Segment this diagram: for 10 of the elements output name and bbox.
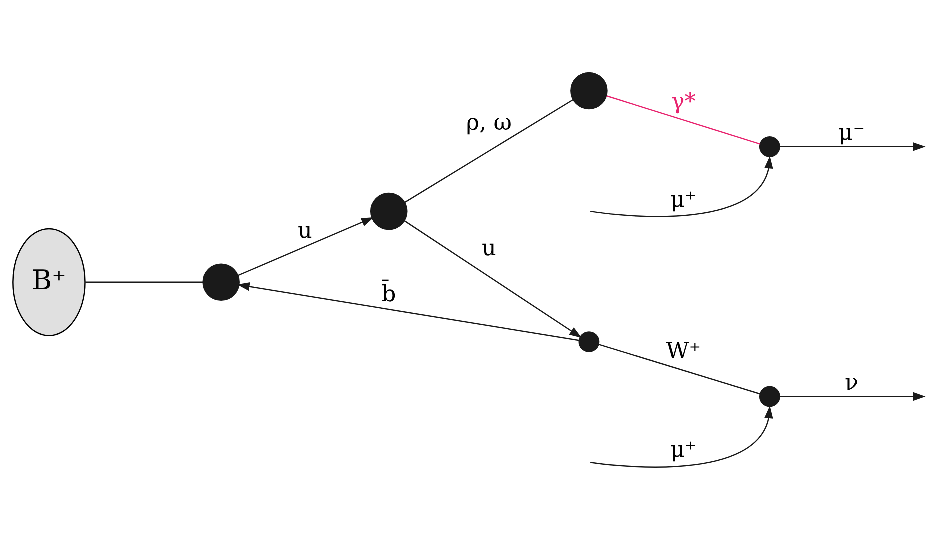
edge-label: W⁺ bbox=[666, 338, 702, 364]
edge-label: ρ, ω bbox=[466, 110, 512, 136]
edge-label: μ⁺ bbox=[670, 436, 697, 462]
edge-label: γ* bbox=[671, 88, 696, 114]
edge-label: u bbox=[482, 235, 496, 262]
edge-label: ν bbox=[845, 369, 859, 396]
edge-label: b̄ bbox=[382, 281, 396, 308]
edge-label: u bbox=[298, 218, 312, 244]
edge-label: μ⁺ bbox=[670, 186, 697, 213]
edge-label: μ⁻ bbox=[838, 119, 866, 146]
